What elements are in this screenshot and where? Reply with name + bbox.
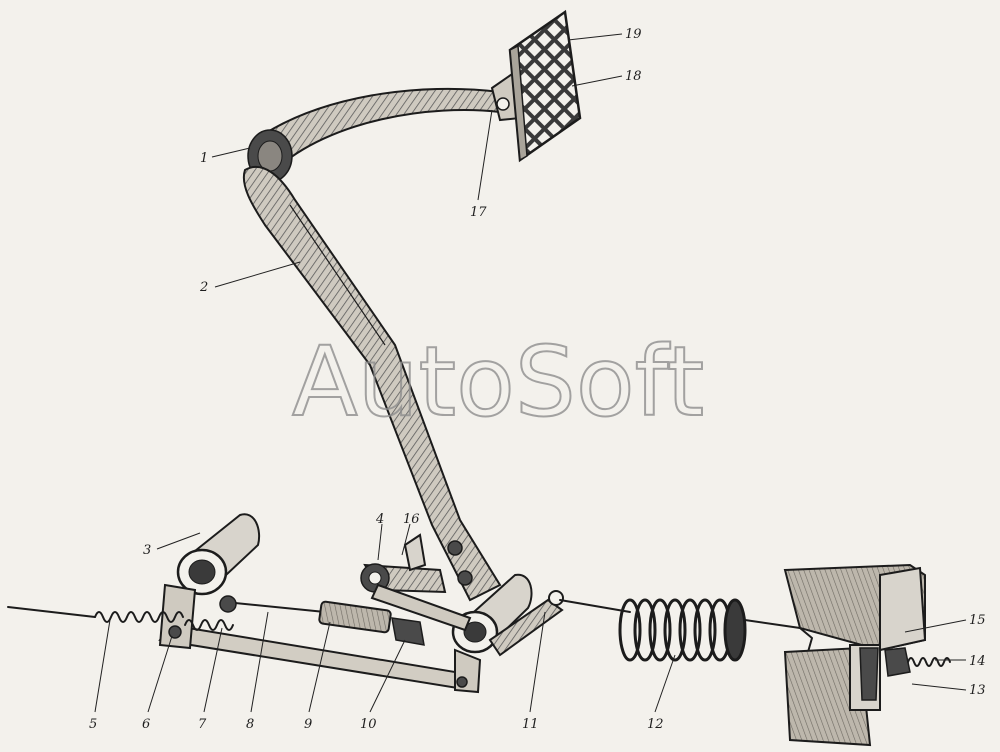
callout-19: 19 bbox=[625, 27, 642, 42]
callout-4: 4 bbox=[375, 512, 384, 527]
return-spring bbox=[559, 598, 813, 667]
callout-12: 12 bbox=[647, 717, 664, 732]
callout-1: 1 bbox=[200, 151, 208, 166]
callout-6: 6 bbox=[142, 717, 150, 732]
callout-10: 10 bbox=[360, 717, 377, 732]
callout-13: 13 bbox=[969, 683, 986, 698]
callout-9: 9 bbox=[304, 717, 312, 732]
callout-7: 7 bbox=[198, 717, 207, 732]
callout-11: 11 bbox=[522, 717, 539, 732]
callout-18: 18 bbox=[625, 69, 642, 84]
callout-14: 14 bbox=[969, 654, 986, 669]
callout-5: 5 bbox=[89, 717, 97, 732]
pedal-pad bbox=[490, 9, 582, 163]
callout-3: 3 bbox=[143, 543, 151, 558]
callout-8: 8 bbox=[246, 717, 254, 732]
pivot-tube-3 bbox=[176, 513, 260, 596]
callout-17: 17 bbox=[470, 205, 487, 220]
leader-lines bbox=[94, 33, 967, 713]
cable-spring bbox=[7, 606, 234, 631]
linkage bbox=[158, 583, 564, 694]
callout-labels: 1 2 3 4 5 6 7 8 9 10 11 12 13 14 15 16 1… bbox=[89, 27, 986, 732]
callout-16: 16 bbox=[403, 512, 420, 527]
adjusting-bracket bbox=[360, 533, 447, 594]
watermark: AutoSoft bbox=[292, 326, 704, 438]
upper-arm bbox=[247, 87, 501, 183]
pedal-lever bbox=[242, 165, 502, 602]
callout-2: 2 bbox=[199, 280, 208, 295]
callout-15: 15 bbox=[969, 613, 986, 628]
body-bracket bbox=[783, 563, 951, 747]
